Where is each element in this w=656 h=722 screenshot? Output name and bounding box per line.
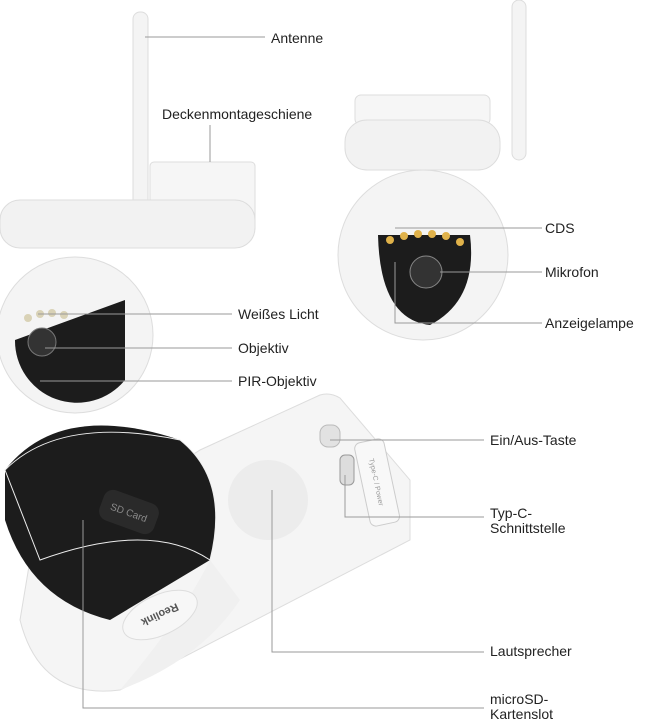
camera-back-illustration [4, 393, 411, 692]
label-speaker: Lautsprecher [490, 643, 572, 659]
camera-ceiling-mount-illustration [0, 11, 256, 414]
label-lens: Objektiv [238, 340, 289, 356]
label-microsd-line1: microSD- [490, 691, 549, 707]
camera-front-illustration [337, 0, 527, 341]
label-antenna: Antenne [271, 30, 324, 46]
label-usb-c-line1: Typ-C- [490, 505, 532, 521]
speaker-grille-illustration [228, 460, 308, 540]
leader-lines [38, 36, 542, 709]
port-cover-illustration [354, 438, 400, 527]
label-power-button: Ein/Aus-Taste [490, 432, 577, 448]
label-microphone: Mikrofon [545, 264, 599, 280]
label-cds: CDS [545, 220, 575, 236]
label-microsd-line2: Kartenslot [490, 706, 554, 722]
label-ceiling-rail: Deckenmontageschiene [162, 106, 313, 122]
label-usb-c-line2: Schnittstelle [490, 520, 566, 536]
label-indicator-lamp: Anzeigelampe [545, 315, 634, 331]
label-white-light: Weißes Licht [238, 306, 319, 322]
sd-card-cover-illustration [99, 489, 159, 535]
label-pir-lens: PIR-Objektiv [238, 373, 317, 389]
